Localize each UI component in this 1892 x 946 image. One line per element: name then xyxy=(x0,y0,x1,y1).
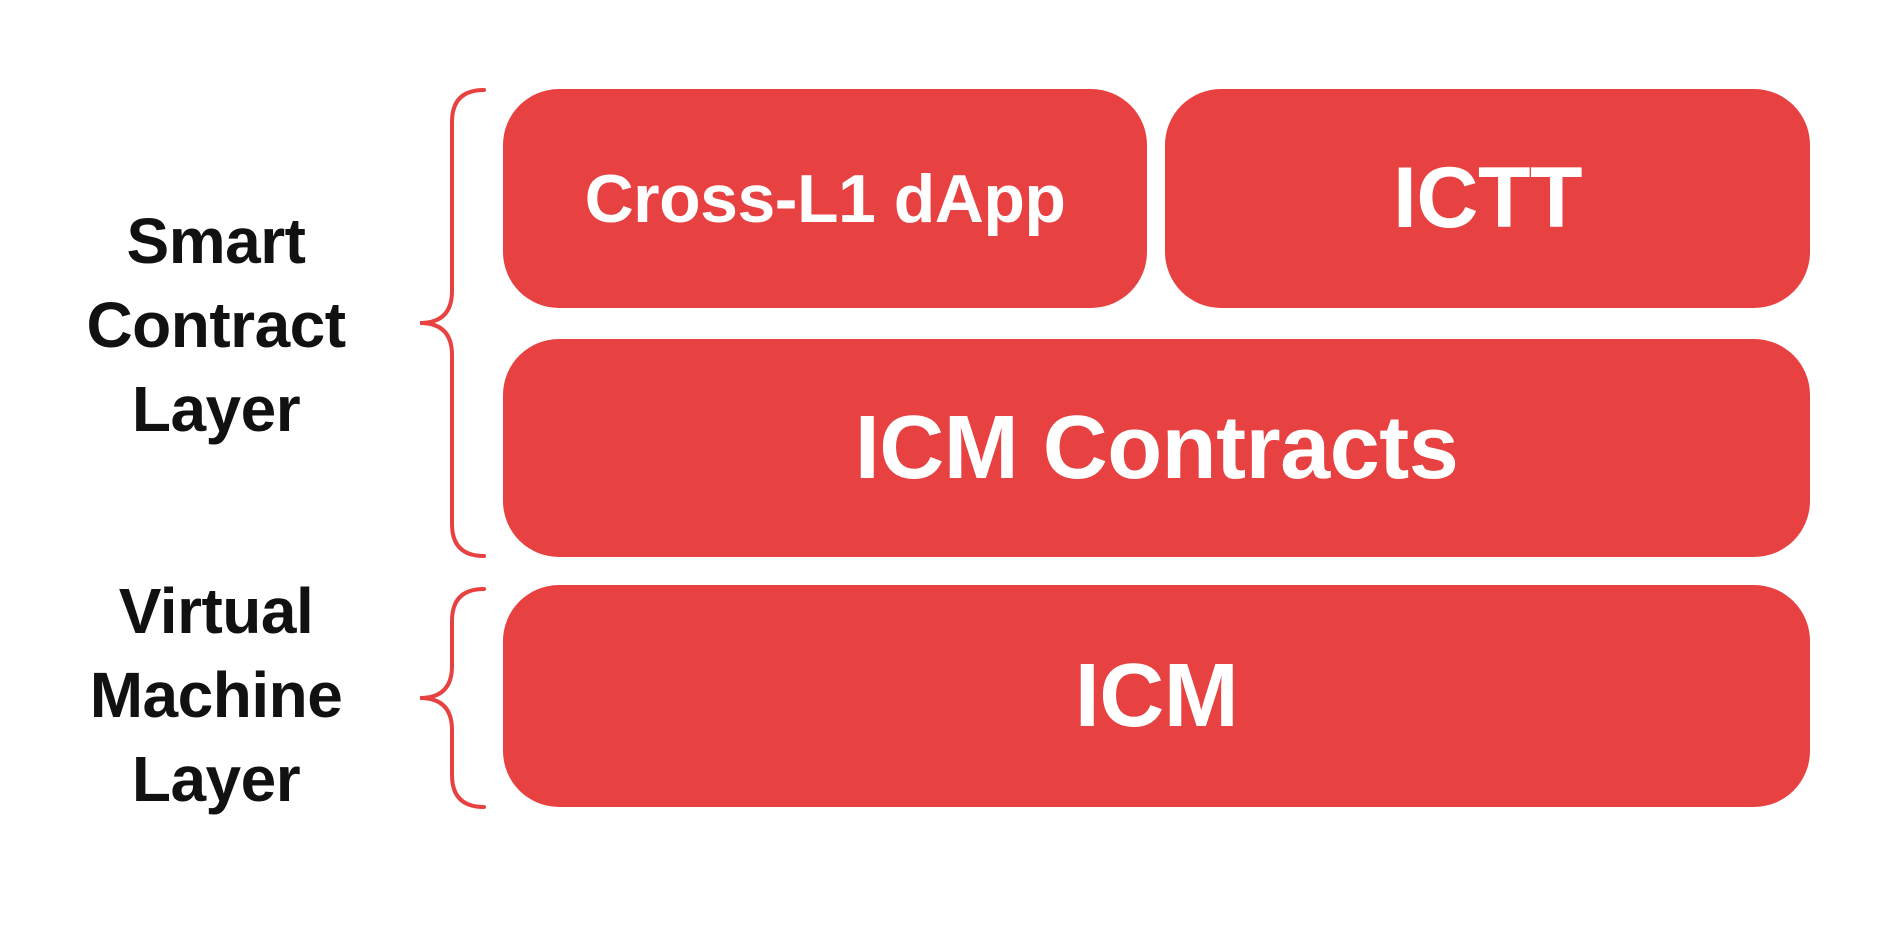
label-line: Contract xyxy=(86,289,346,361)
box-cross-l1-dapp: Cross-L1 dApp xyxy=(503,89,1147,308)
label-line: Machine xyxy=(89,659,343,731)
box-icm-contracts: ICM Contracts xyxy=(503,339,1810,557)
label-line: Layer xyxy=(131,373,301,445)
label-line: Smart xyxy=(126,205,306,277)
box-icm: ICM xyxy=(503,585,1810,807)
box-ictt: ICTT xyxy=(1165,89,1810,308)
box-label: ICM Contracts xyxy=(854,397,1459,498)
label-line: Virtual xyxy=(118,575,314,647)
label-line: Layer xyxy=(131,743,301,815)
box-label: ICTT xyxy=(1392,150,1583,246)
box-label: Cross-L1 dApp xyxy=(584,160,1066,237)
box-label: ICM xyxy=(1074,645,1239,746)
smart-contract-layer-label: Smart Contract Layer xyxy=(0,199,432,451)
virtual-machine-layer-label: Virtual Machine Layer xyxy=(0,569,432,821)
